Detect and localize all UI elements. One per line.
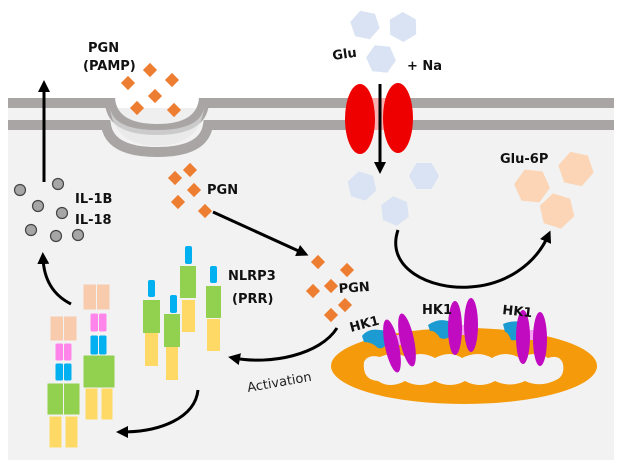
pgn-molecule	[310, 254, 326, 270]
sugar-molecule	[350, 10, 380, 40]
hk1-complex	[503, 310, 547, 366]
glucose-intracellular	[347, 163, 439, 226]
activation-arrow	[228, 327, 339, 366]
pgn-molecule	[337, 297, 353, 313]
nlrp3-monomer	[143, 280, 160, 366]
pgn-molecule	[182, 162, 198, 178]
nlrp3-monomers	[143, 246, 221, 380]
phosphorylation-arrow	[394, 229, 552, 289]
glucose-transporter	[345, 83, 413, 154]
hk1-vdac-complexes	[362, 298, 547, 373]
sugar-molecule	[514, 169, 550, 203]
sugar-molecule	[366, 45, 396, 73]
pgn-cytosol-label: PGN	[207, 183, 238, 198]
pgn-pamp-label: PGN	[88, 41, 119, 56]
pgn-pamp-label-2: (PAMP)	[83, 59, 136, 74]
nlrp3-monomer	[164, 295, 180, 380]
pgn-molecule	[186, 182, 202, 198]
nlrp3-monomer	[206, 266, 221, 351]
na-label: + Na	[407, 59, 442, 74]
pgn-to-mito-arrow	[212, 210, 309, 256]
hk1-label: HK1	[502, 303, 533, 321]
pgn-molecule	[167, 170, 183, 186]
nlrp3-label: NLRP3	[228, 269, 276, 284]
pgn-molecule	[323, 307, 339, 323]
prr-label: (PRR)	[232, 292, 273, 307]
sugar-molecule	[347, 171, 377, 201]
sugar-molecule	[389, 12, 417, 42]
pgn-cytosol	[167, 162, 213, 219]
cytokines	[13, 177, 85, 243]
glucose-extracellular	[350, 10, 417, 73]
glu-label: Glu	[331, 46, 357, 64]
sugar-molecule	[539, 193, 575, 229]
nlrp3-monomer	[180, 246, 196, 332]
pgn-molecule	[339, 262, 355, 278]
inflammasome	[46, 315, 81, 449]
il18-label: IL-18	[75, 213, 112, 228]
pgn-molecule	[305, 283, 321, 299]
pgn-molecule	[323, 278, 339, 294]
inflammasome	[82, 283, 116, 421]
hk1-complex	[428, 298, 478, 355]
il1b-label: IL-1B	[75, 192, 112, 207]
sugar-molecule	[409, 163, 439, 189]
assembly-arrow	[116, 389, 200, 438]
pgn-mito-label: PGN	[338, 280, 370, 297]
pgn-molecule	[170, 194, 186, 210]
sugar-molecule	[558, 151, 594, 187]
pgn-molecule	[197, 203, 213, 219]
glu6p-label: Glu-6P	[500, 152, 548, 167]
sugar-molecule	[381, 196, 409, 226]
glucose-6-phosphate	[514, 151, 594, 229]
pgn-near-mitochondrion	[305, 254, 355, 323]
hk1-complex	[362, 313, 416, 373]
hk1-label: HK1	[422, 303, 452, 318]
cytokine-release-arrow	[37, 252, 72, 306]
